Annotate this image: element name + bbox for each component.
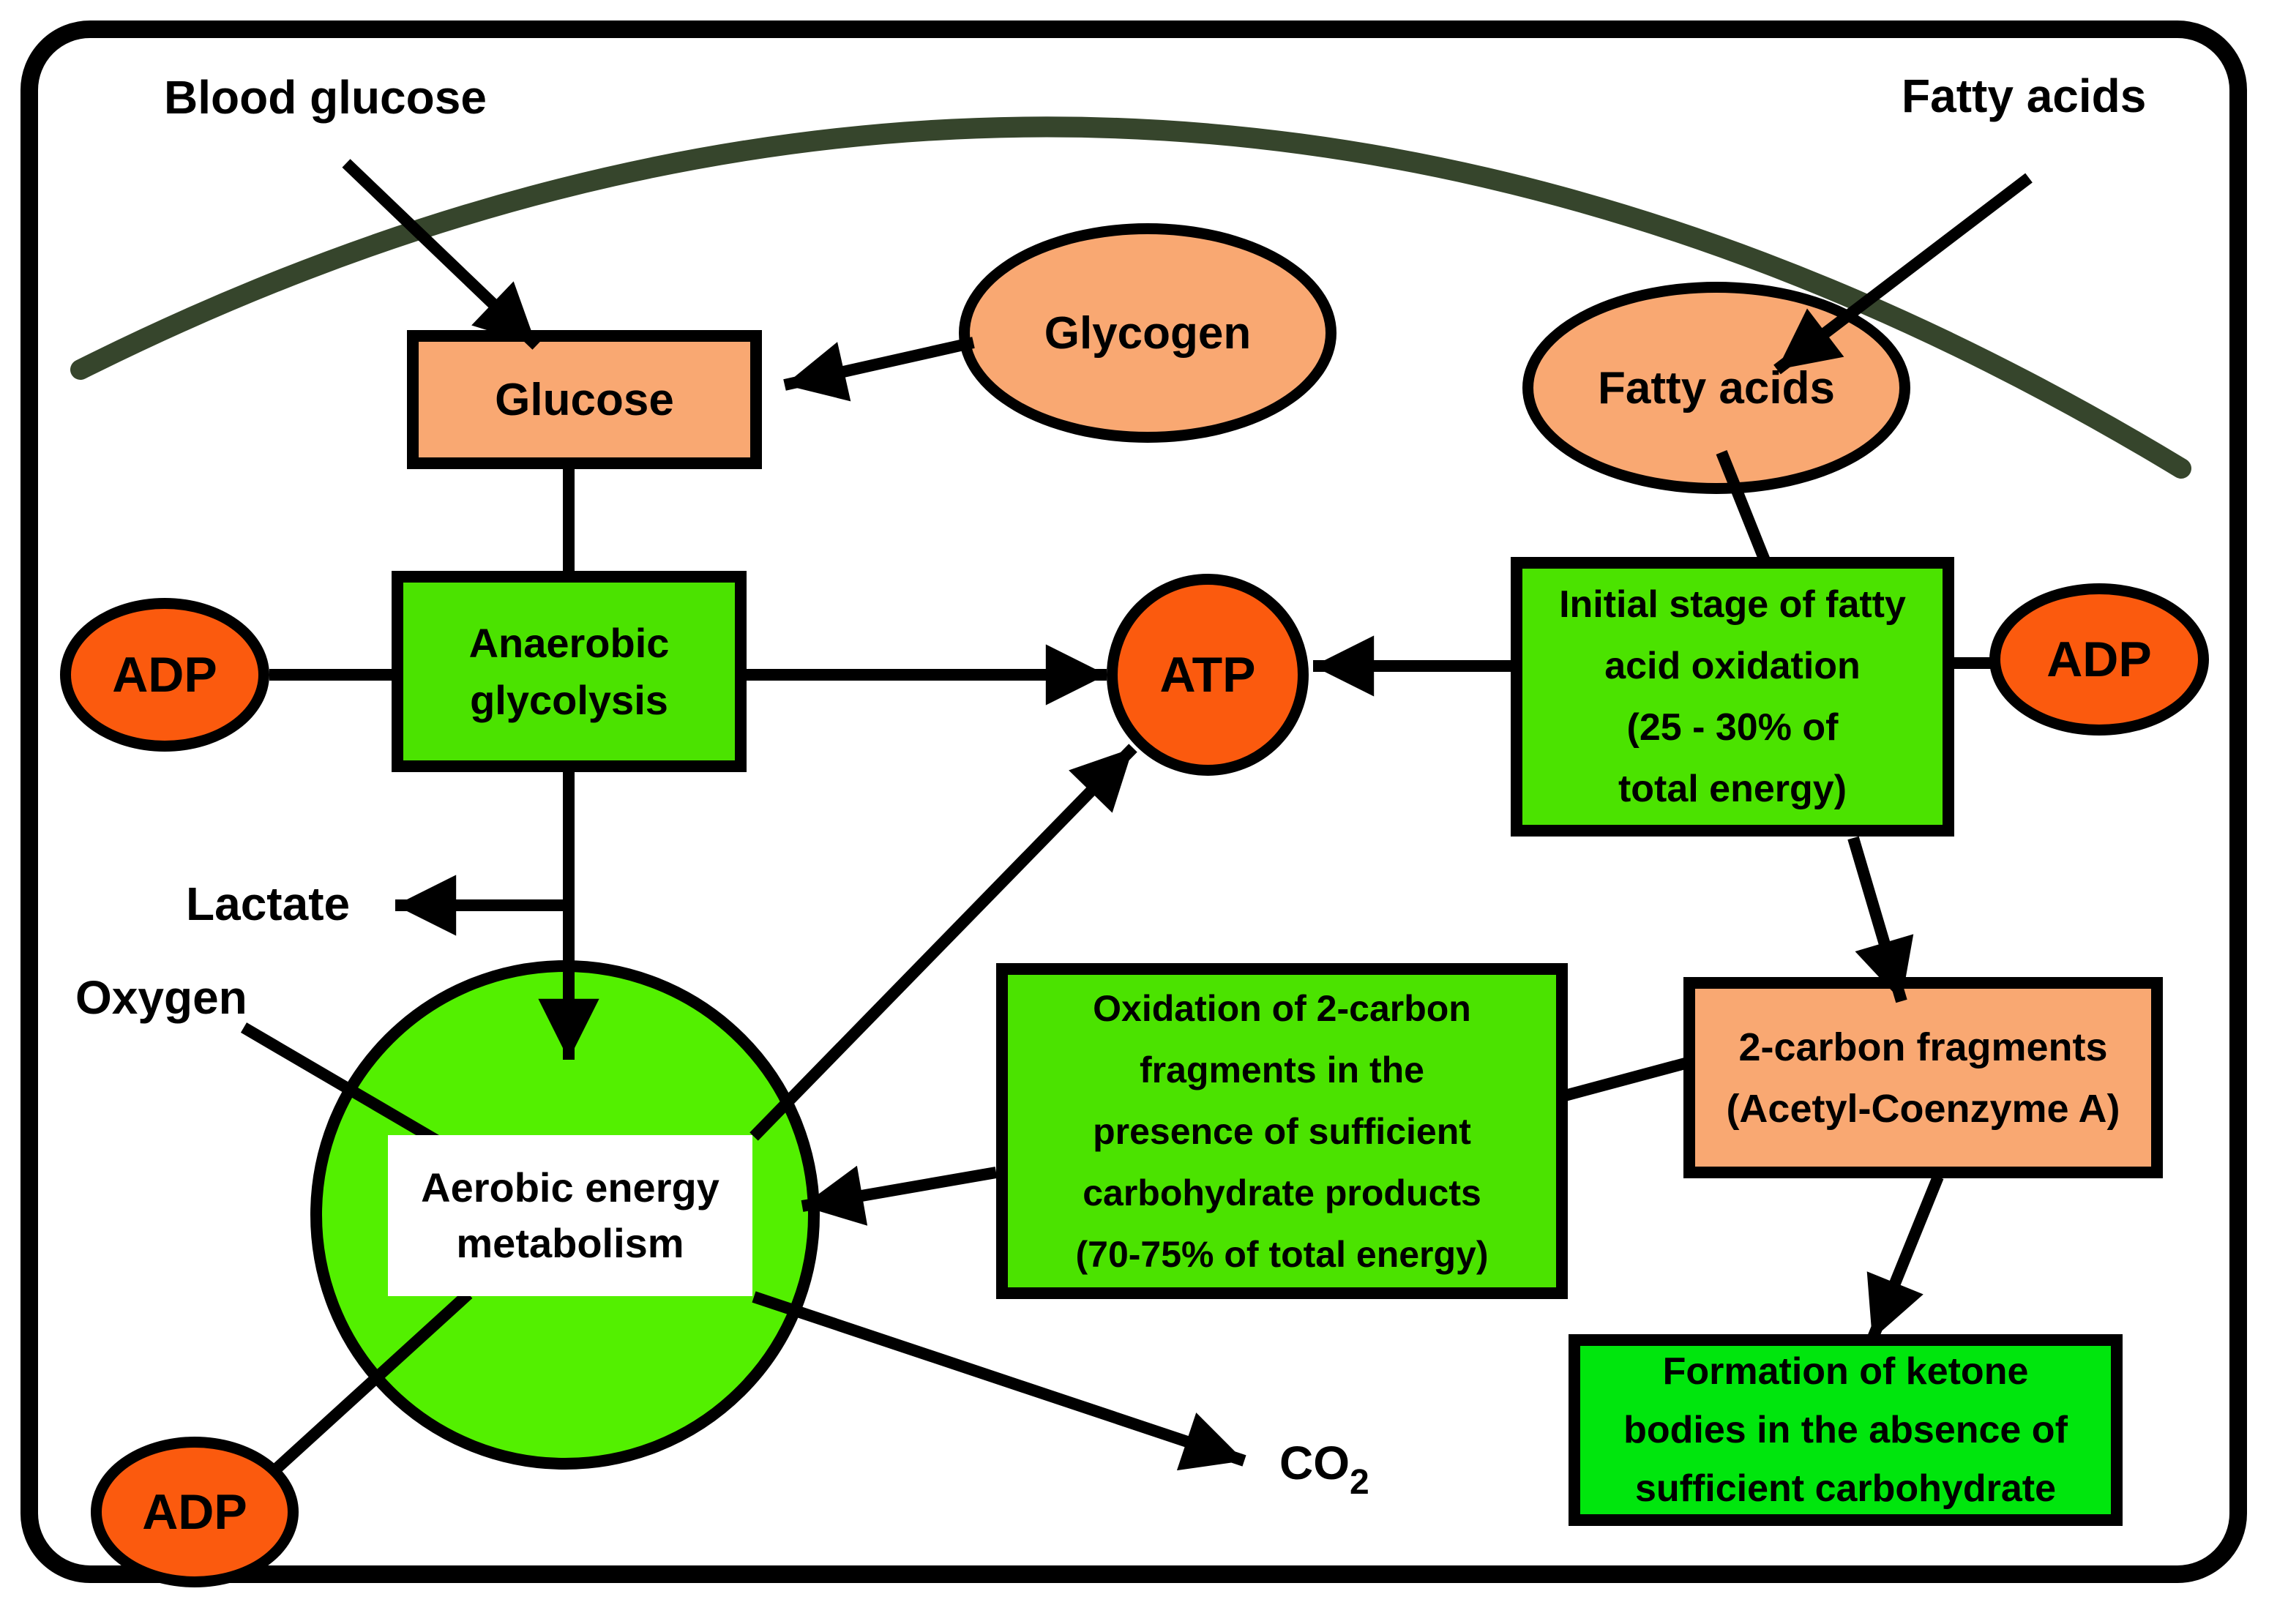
two-carbon-fragments-box: 2-carbon fragments (Acetyl-Coenzyme A) (1683, 977, 2163, 1178)
fatty-acids-ellipse: Fatty acids (1522, 282, 1910, 494)
initial-oxidation-line-4: total energy) (1618, 768, 1847, 810)
glucose-box-label: Glucose (495, 374, 674, 425)
ketone-line-2: bodies in the absence of (1623, 1409, 2068, 1451)
adp-bottom-label: ADP (142, 1484, 247, 1540)
anaerobic-glycolysis-box: Anaerobic glycolysis (392, 571, 747, 772)
diagram-frame (20, 20, 2247, 1583)
glucose-box: Glucose (407, 330, 762, 469)
aerobic-metabolism-label: Aerobic energy metabolism (388, 1135, 752, 1296)
aerobic-line-1: Aerobic energy (421, 1164, 719, 1210)
oxidation-line-1: Oxidation of 2-carbon (1093, 987, 1471, 1029)
oxygen-label: Oxygen (75, 971, 247, 1024)
adp-left-label: ADP (112, 647, 217, 703)
initial-oxidation-line-2: acid oxidation (1604, 645, 1861, 687)
oxidation-line-4: carbohydrate products (1083, 1172, 1481, 1213)
adp-bottom-ellipse: ADP (91, 1437, 299, 1587)
ketone-bodies-box: Formation of ketone bodies in the absenc… (1569, 1334, 2123, 1526)
anaerobic-line-2: glycolysis (470, 676, 668, 723)
atp-circle: ATP (1107, 574, 1309, 776)
oxidation-line-3: presence of sufficient (1093, 1110, 1471, 1152)
adp-left-ellipse: ADP (60, 598, 269, 752)
glycogen-label: Glycogen (1044, 307, 1252, 359)
two-carbon-line-2: (Acetyl-Coenzyme A) (1726, 1086, 2120, 1131)
lactate-label: Lactate (186, 878, 351, 930)
glycogen-ellipse: Glycogen (959, 223, 1336, 443)
initial-fatty-oxidation-box: Initial stage of fatty acid oxidation (2… (1511, 557, 1954, 837)
co2-main-text: CO (1279, 1437, 1350, 1489)
co2-subscript: 2 (1350, 1463, 1369, 1502)
oxidation-line-2: fragments in the (1140, 1049, 1424, 1090)
oxidation-line-5: (70-75% of total energy) (1075, 1233, 1489, 1275)
adp-right-ellipse: ADP (1989, 583, 2209, 736)
anaerobic-line-1: Anaerobic (468, 619, 670, 666)
aerobic-line-2: metabolism (456, 1220, 684, 1266)
ketone-line-3: sufficient carbohydrate (1634, 1467, 2057, 1510)
oxidation-2carbon-box: Oxidation of 2-carbon fragments in the p… (996, 963, 1568, 1299)
adp-right-label: ADP (2046, 632, 2152, 687)
two-carbon-line-1: 2-carbon fragments (1738, 1025, 2108, 1069)
atp-label: ATP (1159, 647, 1256, 703)
initial-oxidation-line-1: Initial stage of fatty (1559, 583, 1906, 626)
blood-glucose-label: Blood glucose (164, 71, 487, 124)
ketone-line-1: Formation of ketone (1662, 1350, 2029, 1393)
initial-oxidation-line-3: (25 - 30% of (1626, 706, 1839, 749)
fatty-acids-outside-label: Fatty acids (1902, 70, 2147, 122)
fatty-acids-ellipse-label: Fatty acids (1598, 362, 1835, 414)
co2-label: CO2 (1279, 1436, 1369, 1503)
